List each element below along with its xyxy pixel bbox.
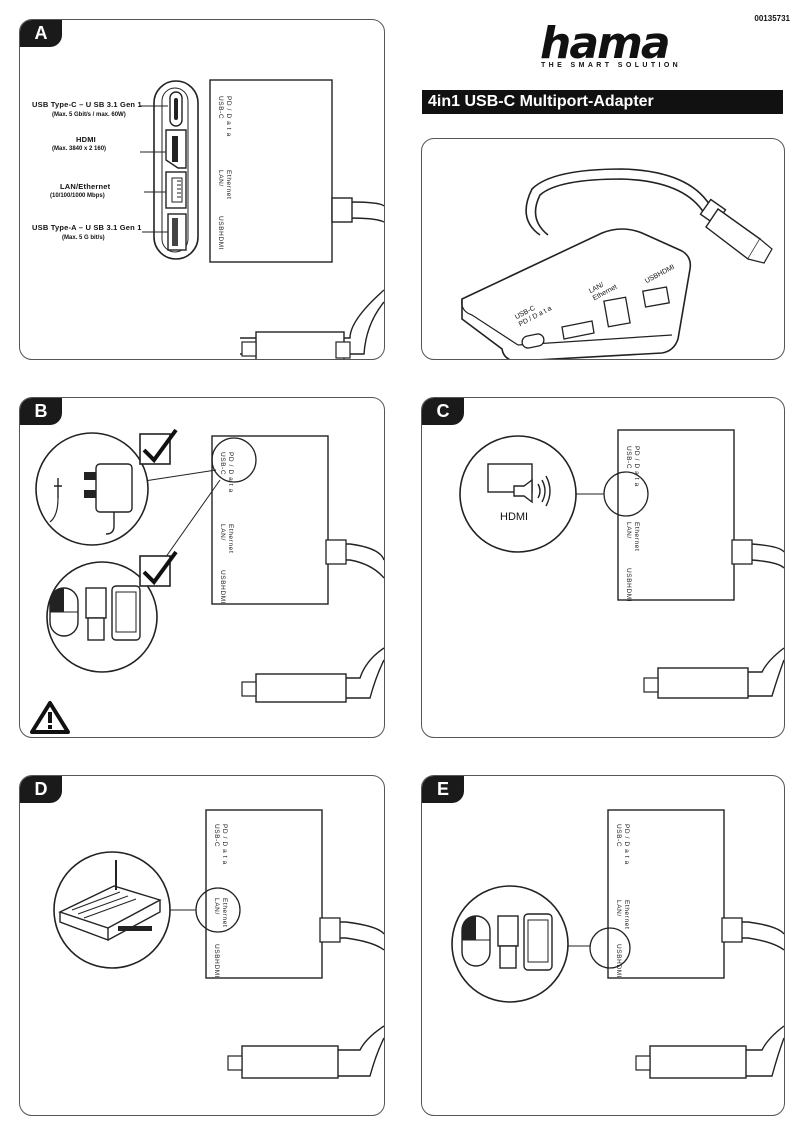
label-usbc: USB-C — [219, 452, 226, 476]
adapter-side-drawing — [140, 79, 384, 359]
adapter-3d-drawing — [461, 168, 773, 359]
panel-d-drawing — [53, 809, 384, 1079]
panel-d-tag: D — [20, 776, 62, 803]
label-usbhdmi: USBHDMI — [213, 944, 220, 979]
label-usbc: USB-C — [217, 96, 224, 120]
lan-spec-title: LAN/Ethernet — [60, 182, 111, 191]
label-ethernet: Ethernet — [225, 170, 232, 200]
usba-spec-title: USB Type-A – U SB 3.1 Gen 1 — [32, 223, 142, 232]
label-usbhdmi: USBHDMI — [217, 216, 224, 251]
document-number: 00135731 — [754, 14, 790, 23]
product-title: 4in1 USB-C Multiport-Adapter — [422, 90, 783, 114]
usbc-spec-sub: (Max. 5 Gbit/s / max. 60W) — [52, 112, 126, 118]
panel-d: D USB-C PD / D a t a LAN/ Ethernet USBHD… — [19, 775, 385, 1116]
hdmi-spec-sub: (Max. 3840 x 2 160) — [52, 146, 107, 152]
hdmi-caption: HDMI — [500, 511, 529, 523]
label-usbhdmi: USBHDMI — [219, 570, 226, 605]
lan-spec-sub: (10/100/1000 Mbps) — [50, 193, 105, 199]
hdmi-spec-title: HDMI — [76, 135, 96, 144]
label-ethernet: Ethernet — [221, 898, 228, 928]
panel-c-drawing — [459, 429, 784, 699]
label-usbc-pd: PD / D a t a — [633, 446, 640, 487]
panel-a-tag: A — [20, 20, 62, 47]
label-usbc: USB-C — [615, 824, 622, 848]
label-lan: LAN/ — [217, 170, 224, 187]
label-usbc: USB-C — [213, 824, 220, 848]
label-ethernet: Ethernet — [633, 522, 640, 552]
label-usbc-pd: PD / D a t a — [221, 824, 228, 865]
label-ethernet: Ethernet — [227, 524, 234, 554]
panel-c: C HDMI USB-C PD / D a t a LAN/ Ethernet … — [421, 397, 785, 738]
label-usbhdmi: USBHDMI — [625, 568, 632, 603]
panel-e: E USB-C PD / D a t a LAN/ Ethernet USBHD… — [421, 775, 785, 1116]
label-lan: LAN/ — [615, 900, 622, 917]
label-usbhdmi: USBHDMI — [615, 944, 622, 979]
usbc-spec-title: USB Type-C – U SB 3.1 Gen 1 — [32, 100, 142, 109]
label-lan: LAN/ — [625, 522, 632, 539]
label-usbc-pd: PD / D a t a — [225, 96, 232, 137]
label-usbc-pd: PD / D a t a — [623, 824, 630, 865]
panel-b: B — [19, 397, 385, 738]
panel-e-tag: E — [422, 776, 464, 803]
brand-tagline: THE SMART SOLUTION — [541, 62, 682, 69]
panel-a: A USB-C PD / D a t a — [19, 19, 385, 360]
usba-spec-sub: (Max. 5 G bit/s) — [62, 235, 105, 241]
label-usbc-pd: PD / D a t a — [227, 452, 234, 493]
brand-logo: hama — [540, 18, 671, 69]
brand-registered-mark: ® — [662, 40, 668, 49]
label-lan: LAN/ — [213, 898, 220, 915]
label-usbc: USB-C — [625, 446, 632, 470]
panel-c-tag: C — [422, 398, 464, 425]
panel-e-drawing — [451, 809, 784, 1079]
panel-b-drawing — [30, 428, 384, 734]
label-lan: LAN/ — [219, 524, 226, 541]
panel-b-tag: B — [20, 398, 62, 425]
label-ethernet: Ethernet — [623, 900, 630, 930]
